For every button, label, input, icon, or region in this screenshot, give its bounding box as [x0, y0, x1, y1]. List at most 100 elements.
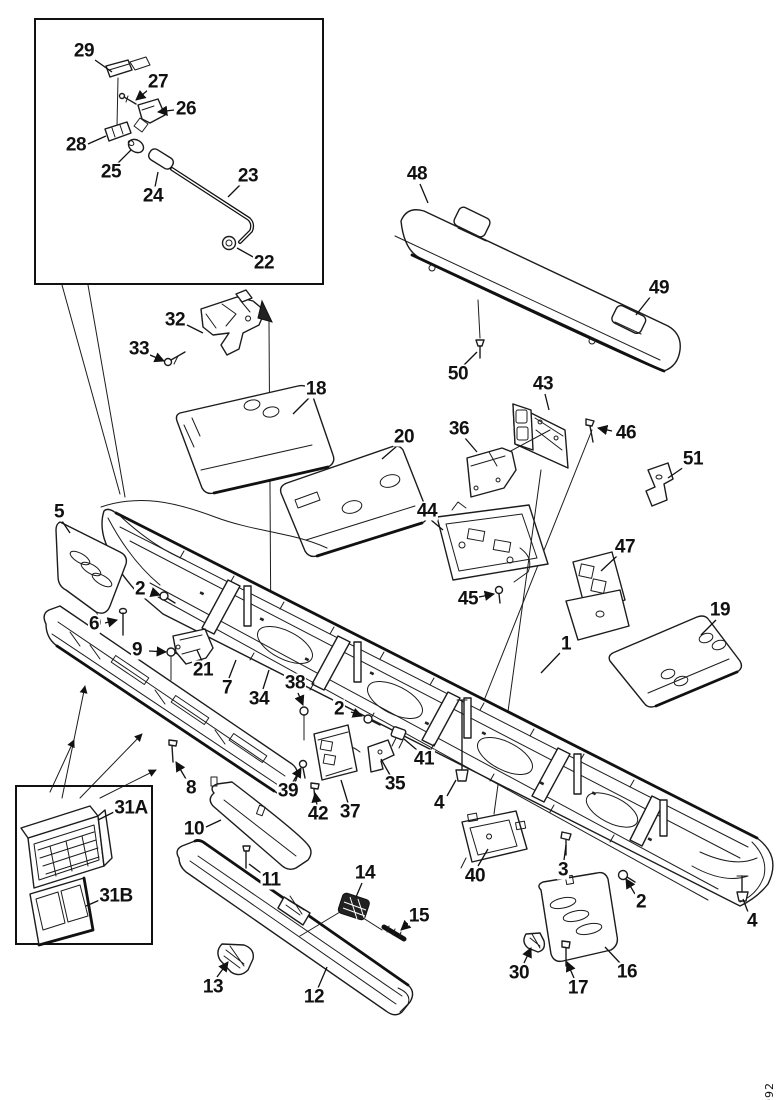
- inset-box-receiver-detail: [16, 786, 152, 945]
- part-8-screw: [169, 740, 177, 762]
- callout-20: 20: [392, 426, 416, 448]
- callout-51: 51: [681, 448, 705, 470]
- part-11-pin: [243, 846, 250, 868]
- alignment-line-46: [483, 430, 592, 703]
- callout-17: 17: [566, 977, 590, 999]
- callout-31B: 31B: [98, 885, 134, 907]
- part-45-screw: [496, 587, 503, 604]
- part-37-bracket-panel: [314, 725, 357, 780]
- part-46-screw: [586, 419, 594, 442]
- part-12-lower-panel: [177, 840, 412, 1014]
- callout-5: 5: [52, 501, 66, 523]
- part-26-bracket: [134, 99, 165, 132]
- part-50-screw: [476, 340, 484, 358]
- callout-36: 36: [447, 418, 471, 440]
- part-16-vent-bezel: [539, 873, 617, 962]
- callout-14: 14: [353, 862, 377, 884]
- callout-38: 38: [283, 672, 307, 694]
- part-6-pin: [120, 609, 127, 636]
- callout-9: 9: [130, 639, 144, 661]
- callout-50: 50: [446, 363, 470, 385]
- part-31A-receiver: [21, 806, 112, 888]
- part-15-screw: [360, 916, 404, 939]
- part-2-screw-right: [619, 871, 636, 883]
- callout-8: 8: [184, 777, 198, 799]
- callout-45: 45: [456, 588, 480, 610]
- callout-44: 44: [415, 500, 439, 522]
- inset-leader-lines: [62, 285, 125, 497]
- part-36-bracket: [467, 448, 516, 497]
- part-40-box: [461, 811, 527, 868]
- callout-4: 4: [745, 910, 759, 932]
- callout-27: 27: [146, 71, 170, 93]
- callout-28: 28: [64, 134, 88, 156]
- part-23-cable: [172, 169, 252, 242]
- callout-24: 24: [141, 185, 165, 207]
- figure-number: 360992: [763, 1082, 776, 1100]
- callout-29: 29: [72, 40, 96, 62]
- part-25-bushing: [126, 137, 146, 156]
- callout-43: 43: [531, 373, 555, 395]
- callout-3: 3: [556, 859, 570, 881]
- callout-47: 47: [613, 536, 637, 558]
- part-14-grommet: [337, 892, 370, 921]
- part-32-bracket: [201, 290, 265, 355]
- callout-49: 49: [647, 277, 671, 299]
- callout-42: 42: [306, 803, 330, 825]
- inset-box-cable-detail: [35, 19, 323, 284]
- callout-22: 22: [252, 252, 276, 274]
- callout-15: 15: [407, 905, 431, 927]
- callout-6: 6: [87, 613, 101, 635]
- part-22-grommet: [223, 237, 236, 250]
- part-29-clip: [106, 57, 150, 77]
- part-51-clip: [646, 463, 673, 506]
- part-20-panel: [281, 446, 428, 556]
- callout-11: 11: [260, 869, 282, 891]
- part-48-trim-panel: [395, 206, 680, 371]
- part-49-clip: [610, 304, 647, 335]
- part-13-handle: [218, 944, 253, 975]
- part-21-bracket: [173, 629, 213, 664]
- callout-33: 33: [127, 338, 151, 360]
- callout-23: 23: [236, 165, 260, 187]
- callout-1: 1: [559, 633, 573, 655]
- part-38-screw: [300, 707, 308, 740]
- callout-18: 18: [304, 378, 328, 400]
- callout-2: 2: [634, 891, 648, 913]
- part-31B-bezel: [30, 878, 93, 945]
- callout-13: 13: [201, 976, 225, 998]
- part-43-bracket: [507, 404, 568, 468]
- callout-30: 30: [507, 962, 531, 984]
- callout-39: 39: [276, 780, 300, 802]
- part-4-pin-left: [456, 700, 468, 781]
- callout-25: 25: [99, 161, 123, 183]
- part-24-sleeve: [147, 147, 175, 171]
- part-42-screw: [311, 783, 319, 801]
- callout-10: 10: [182, 818, 206, 840]
- part-41-clip: [391, 726, 407, 748]
- callout-7: 7: [220, 677, 234, 699]
- callout-4: 4: [432, 792, 446, 814]
- callout-41: 41: [412, 748, 436, 770]
- part-27-screw: [120, 94, 137, 105]
- callout-16: 16: [615, 961, 639, 983]
- callout-31A: 31A: [113, 797, 149, 819]
- callout-26: 26: [174, 98, 198, 120]
- callout-19: 19: [708, 599, 732, 621]
- part-28-clip: [105, 122, 131, 141]
- part-10-glove-door: [210, 777, 311, 869]
- callout-2: 2: [332, 698, 346, 720]
- part-33-screw: [165, 352, 186, 366]
- part-19-panel: [609, 616, 741, 707]
- part-39-screw: [300, 761, 307, 779]
- part-3-screw: [561, 832, 571, 855]
- callout-48: 48: [405, 163, 429, 185]
- part-47-bracket: [566, 552, 629, 640]
- callout-32: 32: [163, 309, 187, 331]
- callout-34: 34: [247, 688, 271, 710]
- callout-2: 2: [133, 578, 147, 600]
- callout-21: 21: [191, 659, 215, 681]
- callout-12: 12: [302, 986, 326, 1008]
